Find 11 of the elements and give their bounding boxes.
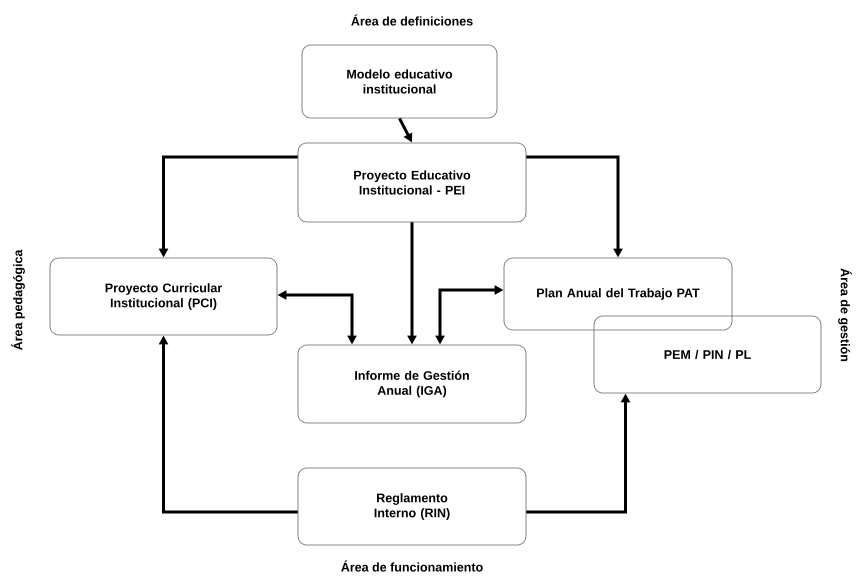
- area-label: Área pedagógica: [11, 250, 25, 350]
- process-box: Proyecto Curricular Institucional (PCI): [50, 258, 278, 336]
- process-box: Reglamento Interno (RIN): [298, 468, 526, 546]
- area-label: Área de funcionamiento: [341, 560, 483, 572]
- process-box: PEM / PIN / PL: [594, 316, 822, 394]
- area-label: Área de definiciones: [351, 14, 473, 26]
- process-box: Informe de Gestión Anual (IGA): [298, 344, 526, 424]
- process-box: Proyecto Educativo Institucional - PEI: [298, 142, 526, 222]
- process-box: Modelo educativo institucional: [302, 44, 498, 118]
- area-label: Área de gestión: [838, 268, 852, 362]
- process-box: Plan Anual del Trabajo PAT: [504, 258, 732, 330]
